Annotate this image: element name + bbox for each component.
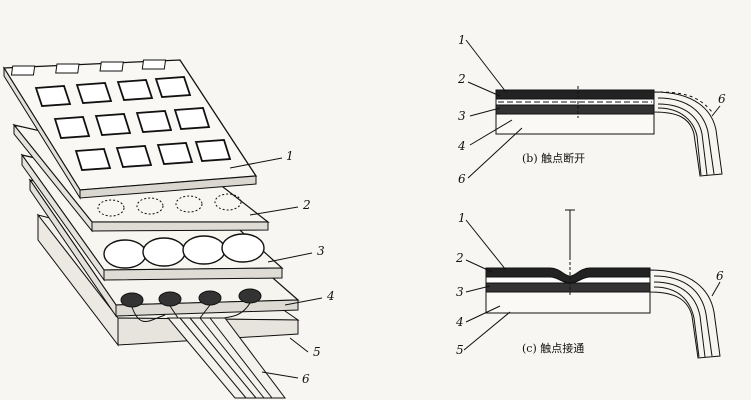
label-3: 3 xyxy=(317,244,325,258)
exploded-labels: 1 2 3 4 5 6 xyxy=(229,149,335,386)
b-label-2: 2 xyxy=(457,72,466,86)
section-b: 1 2 3 4 6 6 (b) 触点断开 xyxy=(457,33,726,186)
label-4: 4 xyxy=(326,289,335,303)
label-5: 5 xyxy=(313,345,321,359)
b-label-6: 6 xyxy=(458,172,466,186)
c-label-1: 1 xyxy=(458,211,466,225)
c-label-3: 3 xyxy=(456,285,464,299)
c-label-4: 4 xyxy=(455,315,464,329)
exploded-view: 1 2 3 4 5 6 xyxy=(2,59,335,399)
b-label-1: 1 xyxy=(458,33,466,47)
label-1: 1 xyxy=(286,149,294,163)
b-label-6-tail: 6 xyxy=(718,92,726,106)
layer-keypad-overlay xyxy=(2,59,258,200)
caption-c: (c) 触点接通 xyxy=(522,341,584,355)
b-label-4: 4 xyxy=(457,139,466,153)
b-label-3: 3 xyxy=(458,109,466,123)
c-label-5: 5 xyxy=(456,343,464,357)
section-c: 1 2 3 4 5 6 (c) 触点接通 xyxy=(455,209,724,359)
c-label-2: 2 xyxy=(455,251,464,265)
label-6: 6 xyxy=(302,372,310,386)
flex-tail xyxy=(166,317,286,399)
caption-b: (b) 触点断开 xyxy=(522,151,585,165)
label-2: 2 xyxy=(302,198,311,212)
c-label-6-tail: 6 xyxy=(716,269,724,283)
